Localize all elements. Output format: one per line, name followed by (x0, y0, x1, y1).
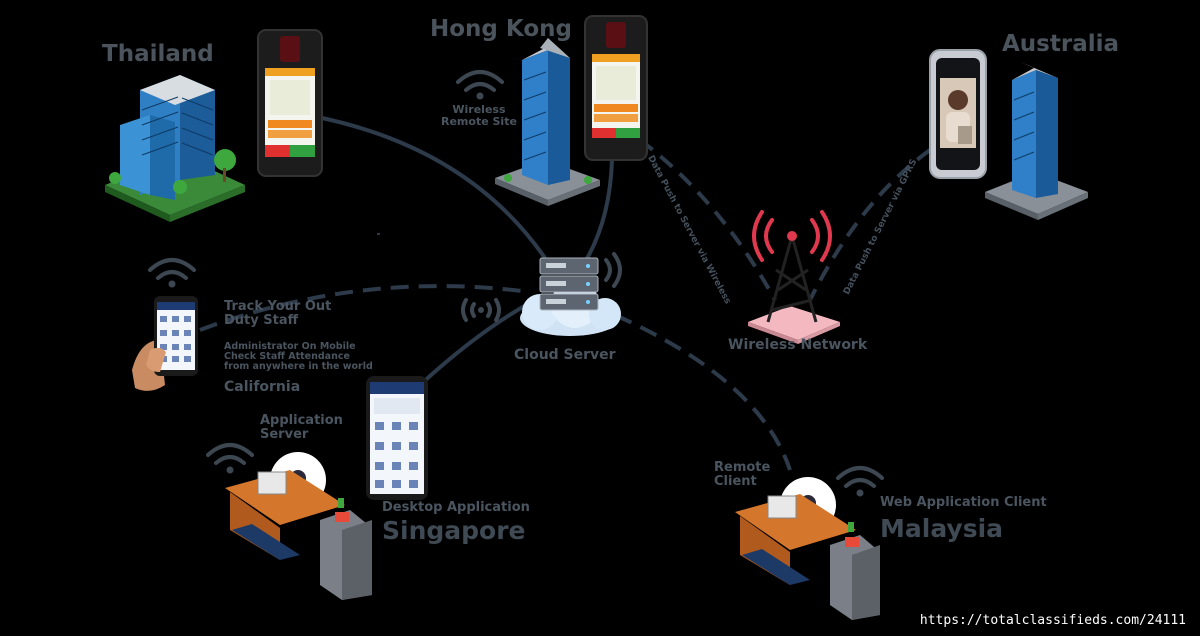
label-malaysia: Malaysia (880, 514, 1004, 543)
admin-line1: Administrator On Mobile (224, 341, 356, 352)
admin-line2: Check Staff Attendance (224, 350, 350, 362)
track-line2: Duty Staff (224, 312, 299, 328)
label-desktop-application: Desktop Application (382, 500, 530, 515)
link-hongkong-cloud (583, 159, 614, 264)
link-australia-tower (808, 148, 932, 301)
watermark-url: https://totalclassifieds.com/24111 (919, 613, 1186, 628)
label-track-staff: Track Your Out Duty Staff (224, 300, 331, 327)
link-california-cloud (199, 284, 531, 332)
label-application-server: Application Server (260, 414, 343, 441)
label-web-application-client: Web Application Client (880, 495, 1047, 510)
wireless-remote-site-line1: Wireless (452, 103, 506, 116)
label-australia: Australia (1002, 31, 1120, 57)
label-california: California (224, 379, 301, 395)
app-server-line2: Server (260, 426, 309, 442)
remote-client-line2: Client (714, 473, 757, 489)
label-cloud-server: Cloud Server (514, 347, 616, 363)
app-server-line1: Application (260, 413, 343, 428)
label-thailand: Thailand (102, 41, 214, 67)
admin-line3: from anywhere in the world (224, 360, 373, 372)
label-remote-client: Remote Client (714, 461, 770, 488)
label-wireless-network: Wireless Network (728, 337, 868, 353)
label-administrator: Administrator On Mobile Check Staff Atte… (224, 342, 373, 372)
link-hongkong-tower (638, 138, 777, 301)
track-line1: Track Your Out (224, 299, 332, 314)
wireless-remote-site-line2: Remote Site (441, 114, 517, 128)
label-singapore: Singapore (382, 516, 526, 545)
label-hong-kong: Hong Kong (430, 16, 572, 42)
wifi-icon (456, 70, 504, 92)
link-thailand-cloud (321, 116, 547, 260)
link-cloud-malaysia (614, 313, 792, 471)
remote-client-line1: Remote (714, 460, 771, 475)
label-wireless-remote-site: Wireless Remote Site (441, 104, 517, 127)
